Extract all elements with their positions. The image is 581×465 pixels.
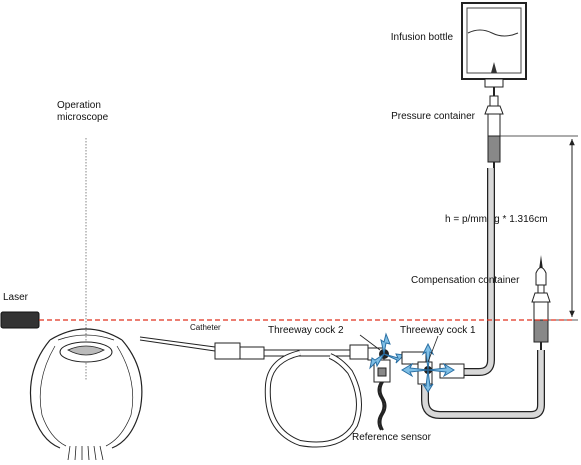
compensation-container-label: Compensation container [411, 275, 520, 286]
supply-tube [452, 168, 495, 376]
height-formula-label: h = p/mmHg * 1.316cm [445, 214, 548, 225]
catheter-label: Catheter [190, 323, 221, 332]
infusion-bottle [461, 2, 527, 88]
tubing-loop [264, 350, 362, 448]
threeway-valve-icon [369, 332, 406, 370]
threeway-cock-2-label: Threeway cock 2 [268, 325, 344, 336]
catheter [139, 336, 369, 360]
laser-label: Laser [3, 292, 29, 303]
eye-cross-section-icon [29, 328, 143, 461]
infusion-bottle-label: Infusion bottle [391, 32, 454, 43]
operation-microscope-label-line2: microscope [57, 112, 109, 123]
reference-sensor-label: Reference sensor [352, 432, 432, 443]
threeway-cock-1-leader [427, 335, 439, 363]
compensation-tube [421, 350, 545, 419]
compensation-container [531, 255, 551, 350]
laser-device-icon [0, 311, 40, 329]
threeway-cock-2 [367, 347, 391, 431]
pressure-container-label: Pressure container [391, 111, 476, 122]
threeway-cock-2-leader [359, 334, 381, 351]
threeway-valve-icon [401, 342, 455, 393]
threeway-cock-1-label: Threeway cock 1 [400, 325, 476, 336]
operation-microscope-label-line1: Operation [57, 100, 101, 111]
pressure-container [484, 87, 504, 168]
